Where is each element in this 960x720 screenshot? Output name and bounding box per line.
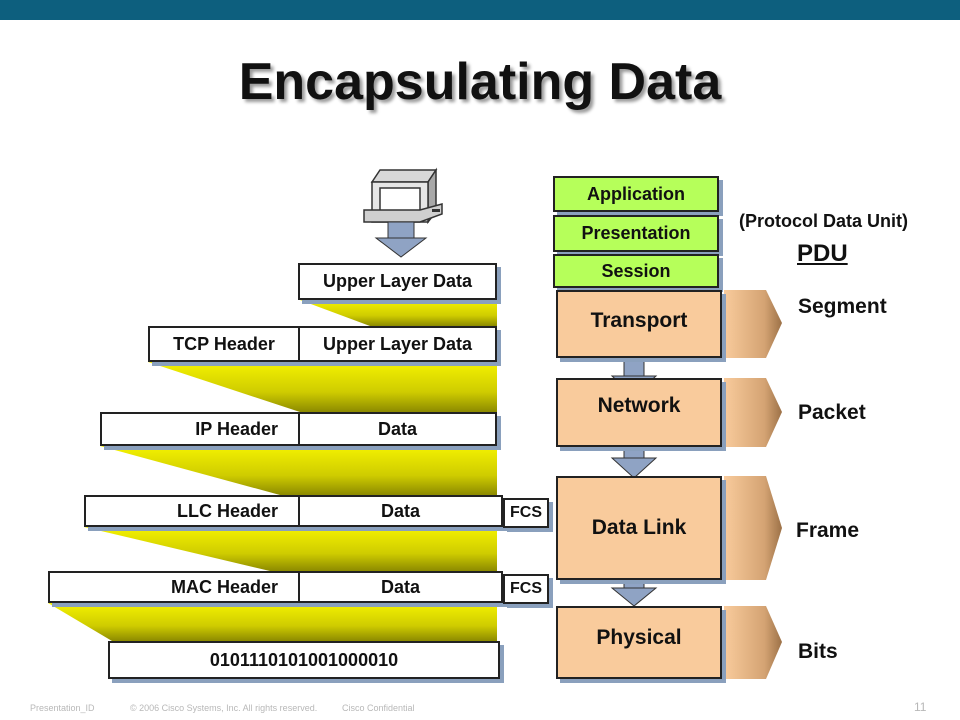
tcp-header-box: TCP Header bbox=[148, 326, 300, 362]
pdu-frame-label: Frame bbox=[796, 519, 860, 542]
llc-data-box: Data bbox=[298, 495, 503, 527]
osi-layer-transport: Transport bbox=[556, 290, 722, 358]
bits-box: 0101110101001000010 bbox=[108, 641, 500, 679]
mac-fcs-box: FCS bbox=[503, 574, 549, 604]
pdu-segment-label: Segment bbox=[798, 295, 887, 318]
osi-layer-data-link: Data Link bbox=[556, 476, 722, 580]
pdu-chevron-bits bbox=[724, 606, 782, 679]
llc-fcs-box: FCS bbox=[503, 498, 549, 528]
pdu-chevron-frame bbox=[724, 476, 782, 580]
funnel-band-5 bbox=[48, 603, 497, 641]
slide-title: Encapsulating Data bbox=[238, 53, 722, 111]
tcp-data-box: Upper Layer Data bbox=[298, 326, 497, 362]
down-arrow-icon bbox=[374, 221, 428, 258]
footer-presentation-id: Presentation_ID bbox=[30, 703, 95, 713]
ip-data-box: Data bbox=[298, 412, 497, 446]
pdu-caption: (Protocol Data Unit) bbox=[739, 211, 908, 231]
funnel-band-1 bbox=[300, 300, 497, 326]
osi-layer-application: Application bbox=[553, 176, 719, 212]
mac-header-box: MAC Header bbox=[48, 571, 300, 603]
osi-layer-presentation: Presentation bbox=[553, 215, 719, 252]
ip-header-box: IP Header bbox=[100, 412, 300, 446]
footer-confidential: Cisco Confidential bbox=[342, 703, 415, 713]
funnel-band-3 bbox=[100, 446, 497, 495]
top-color-bar bbox=[0, 0, 960, 20]
mac-data-box: Data bbox=[298, 571, 503, 603]
pdu-chevron-packet bbox=[724, 378, 782, 447]
pdu-packet-label: Packet bbox=[798, 401, 866, 424]
funnel-band-2 bbox=[148, 362, 497, 412]
footer-page-number: 11 bbox=[914, 700, 927, 714]
osi-layer-network: Network bbox=[556, 378, 722, 447]
osi-layer-session: Session bbox=[553, 254, 719, 288]
pdu-chevron-segment bbox=[724, 290, 782, 358]
upper-layer-data-box: Upper Layer Data bbox=[298, 263, 497, 300]
computer-icon bbox=[363, 167, 443, 225]
osi-layer-physical: Physical bbox=[556, 606, 722, 679]
pdu-bits-label: Bits bbox=[798, 640, 838, 663]
pdu-heading: PDU bbox=[797, 240, 848, 267]
llc-header-box: LLC Header bbox=[84, 495, 300, 527]
footer-copyright: © 2006 Cisco Systems, Inc. All rights re… bbox=[130, 703, 318, 713]
funnel-band-4 bbox=[84, 527, 497, 571]
